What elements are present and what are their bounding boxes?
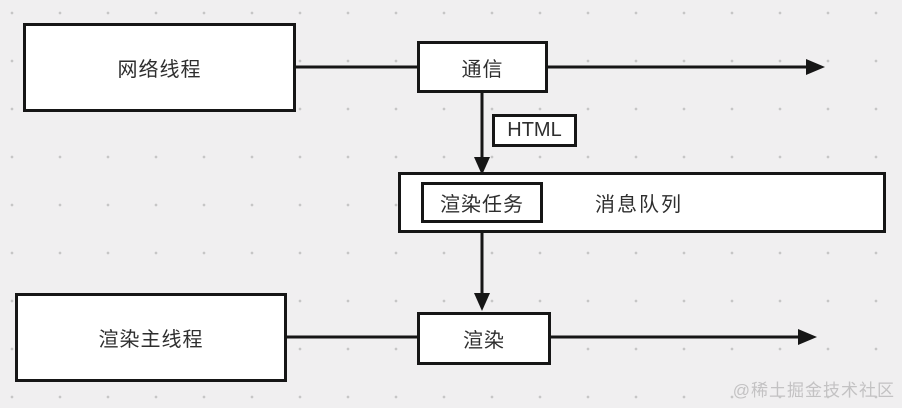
arrowhead-communication-out [806, 59, 825, 75]
node-message-queue-label: 消息队列 [595, 194, 683, 216]
node-network-thread-label: 网络线程 [117, 59, 202, 81]
node-render-task-label: 渲染任务 [440, 194, 524, 216]
node-render-main-thread: 渲染主线程 [15, 293, 287, 382]
node-render: 渲染 [417, 312, 551, 365]
node-render-label: 渲染 [463, 330, 505, 352]
node-communication: 通信 [417, 41, 548, 93]
node-communication-label: 通信 [461, 58, 504, 81]
node-render-task: 渲染任务 [421, 182, 543, 223]
arrowhead-render-out [798, 329, 817, 345]
watermark: @稀土掘金技术社区 [732, 381, 895, 400]
node-render-main-thread-label: 渲染主线程 [98, 329, 204, 351]
node-html-label: HTML [492, 114, 577, 147]
node-network-thread: 网络线程 [23, 23, 296, 112]
node-message-queue: 渲染任务 消息队列 [398, 172, 886, 233]
arrowhead-rendertask-to-render [474, 293, 490, 311]
node-html-label-text: HTML [507, 119, 562, 141]
arrowhead-communication-to-queue [474, 157, 490, 175]
